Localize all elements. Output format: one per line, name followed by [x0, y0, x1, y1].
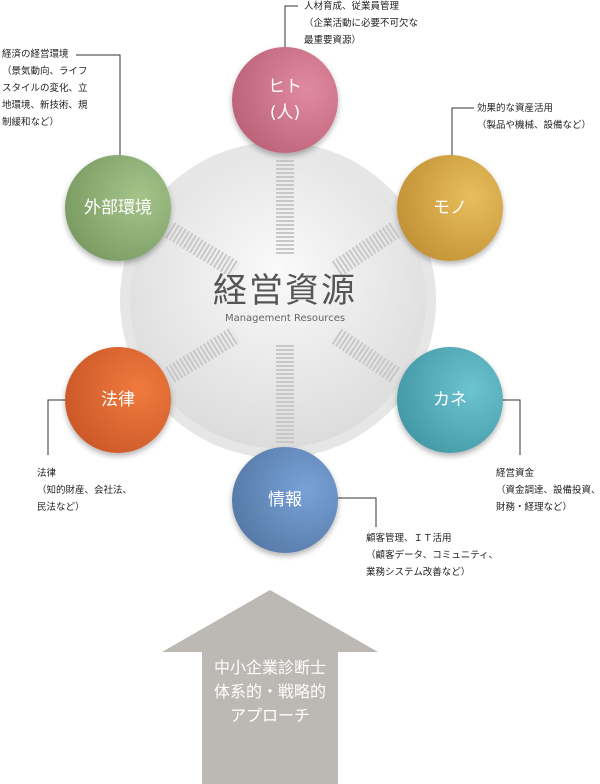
- approach-arrow: [162, 590, 378, 784]
- node-mono-label: モノ: [433, 198, 467, 218]
- approach-arrow-text: 中小企業診断士体系的・戦略的アプローチ: [213, 658, 326, 725]
- node-joho: 情報: [232, 447, 338, 553]
- center-title: 経営資源: [213, 271, 357, 311]
- node-hito-sub: (人): [269, 103, 301, 123]
- node-joho-label: 情報: [268, 490, 302, 510]
- note-gaibu: 経済の経営環境（景気動向、ライフスタイルの変化、立地環境、新技術、規制緩和など）: [2, 49, 88, 128]
- note-hito: 人材育成、従業員管理（企業活動に必要不可欠な最重要資源）: [304, 1, 419, 46]
- node-horitsu-label: 法律: [101, 390, 135, 410]
- note-horitsu: 法律（知的財産、会社法、民法など）: [37, 468, 133, 513]
- note-mono: 効果的な資産活用（製品や機械、設備など）: [477, 103, 592, 131]
- center-subtitle: Management Resources: [224, 313, 346, 324]
- center-circle: [130, 152, 426, 448]
- spokes: [165, 160, 400, 445]
- spoke-kane: [330, 327, 400, 383]
- note-kane: 経営資金（資金調達、設備投資、財務・経理など）: [496, 468, 600, 513]
- spoke-horitsu: [165, 327, 240, 383]
- note-joho: 顧客管理、ＩＴ活用（顧客データ、コミュニティ、業務システム改善など）: [366, 533, 499, 578]
- node-horitsu: 法律: [65, 347, 171, 453]
- node-gaibu: 外部環境: [65, 155, 171, 261]
- node-mono: モノ: [397, 155, 503, 261]
- node-kane-label: カネ: [433, 390, 467, 410]
- node-kane: カネ: [397, 347, 503, 453]
- node-hito: ヒト (人): [232, 47, 338, 153]
- spoke-mono: [330, 222, 400, 278]
- node-gaibu-label: 外部環境: [84, 198, 152, 218]
- spoke-gaibu: [165, 222, 240, 278]
- node-hito-label: ヒト: [268, 77, 302, 97]
